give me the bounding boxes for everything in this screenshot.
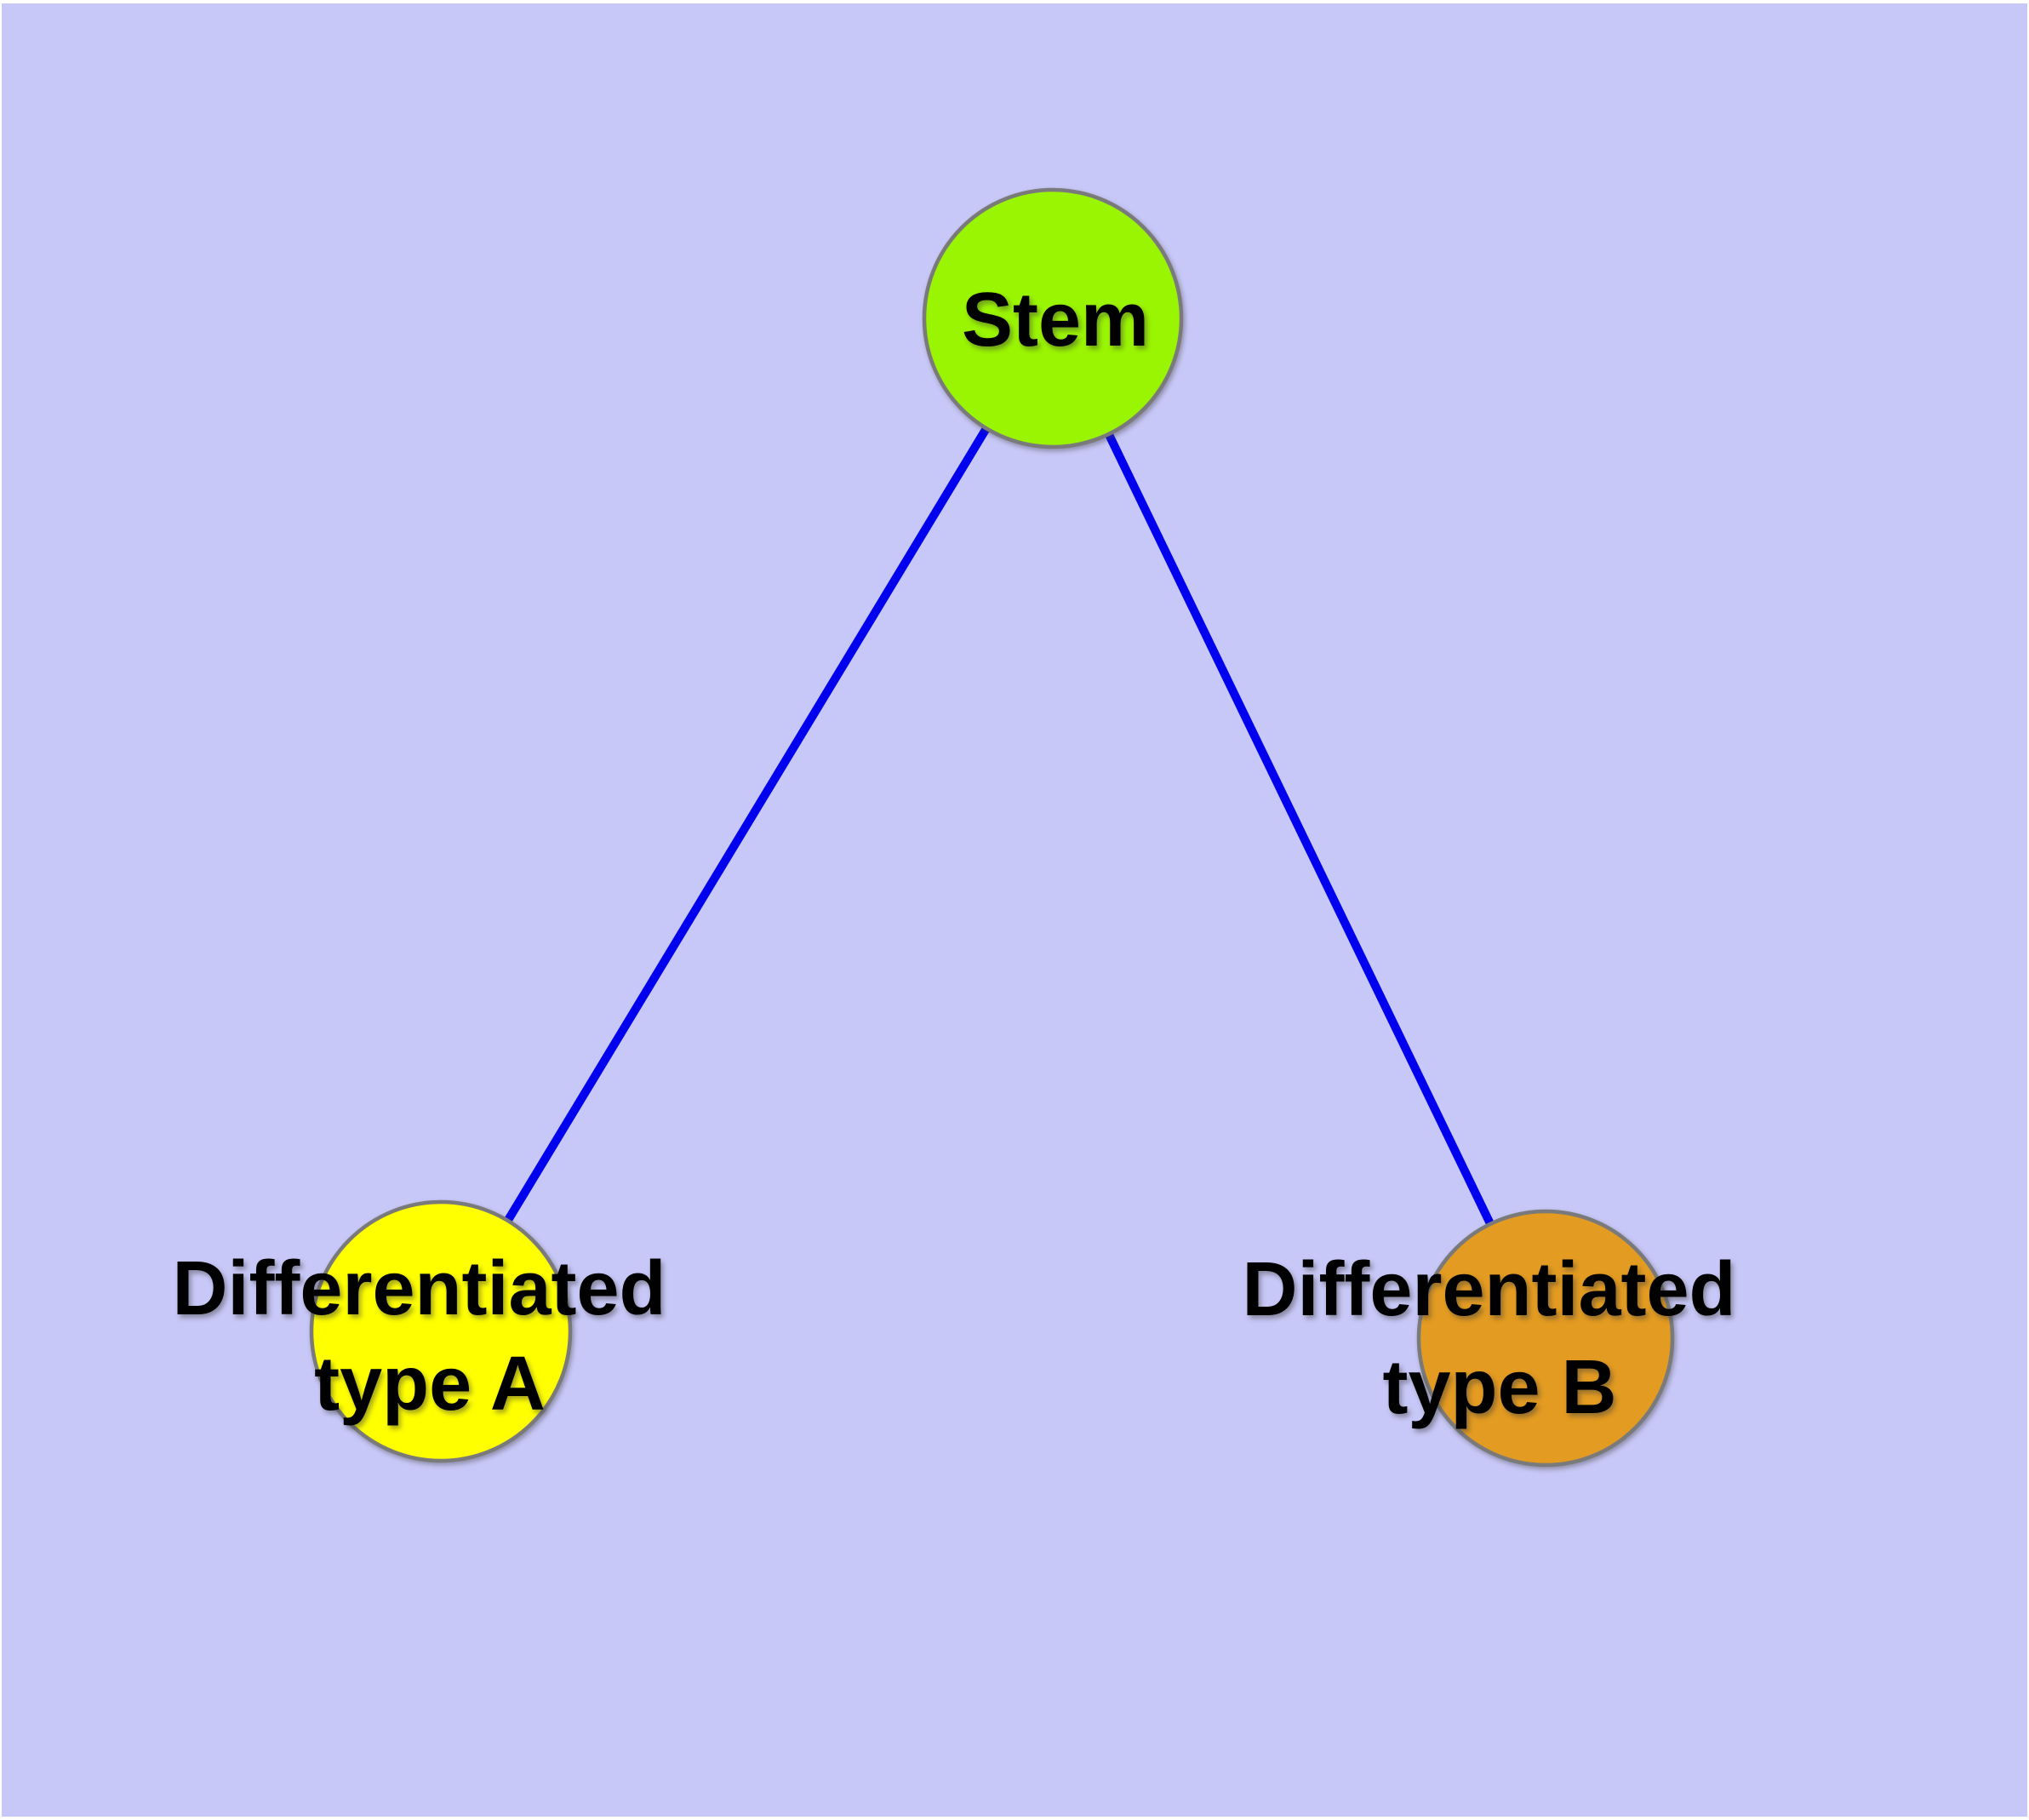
edges — [437, 316, 1550, 1341]
node-differentiated-type-a-label-line2: type A — [314, 1342, 546, 1427]
node-stem-label: Stem — [962, 278, 1149, 363]
node-labels: Stem Differentiated type A Differentiate… — [172, 278, 1757, 1430]
node-differentiated-type-b — [1416, 1209, 1675, 1468]
node-differentiated-type-b-label-line2: type B — [1382, 1345, 1616, 1430]
edge-stem-to-type-a — [437, 316, 1057, 1334]
node-differentiated-type-a-label: Differentiated type A — [172, 1221, 687, 1427]
node-differentiated-type-b-label-line1: Differentiated — [1242, 1247, 1735, 1332]
node-differentiated-type-b-label: Differentiated type B — [1242, 1222, 1757, 1430]
node-stem-label-line1: Stem — [962, 278, 1149, 363]
node-differentiated-type-a — [309, 1199, 573, 1463]
nodes — [309, 187, 1675, 1468]
edge-stem-to-type-b — [1049, 316, 1550, 1341]
node-stem — [922, 187, 1184, 449]
node-differentiated-type-a-label-line1: Differentiated — [172, 1246, 666, 1331]
